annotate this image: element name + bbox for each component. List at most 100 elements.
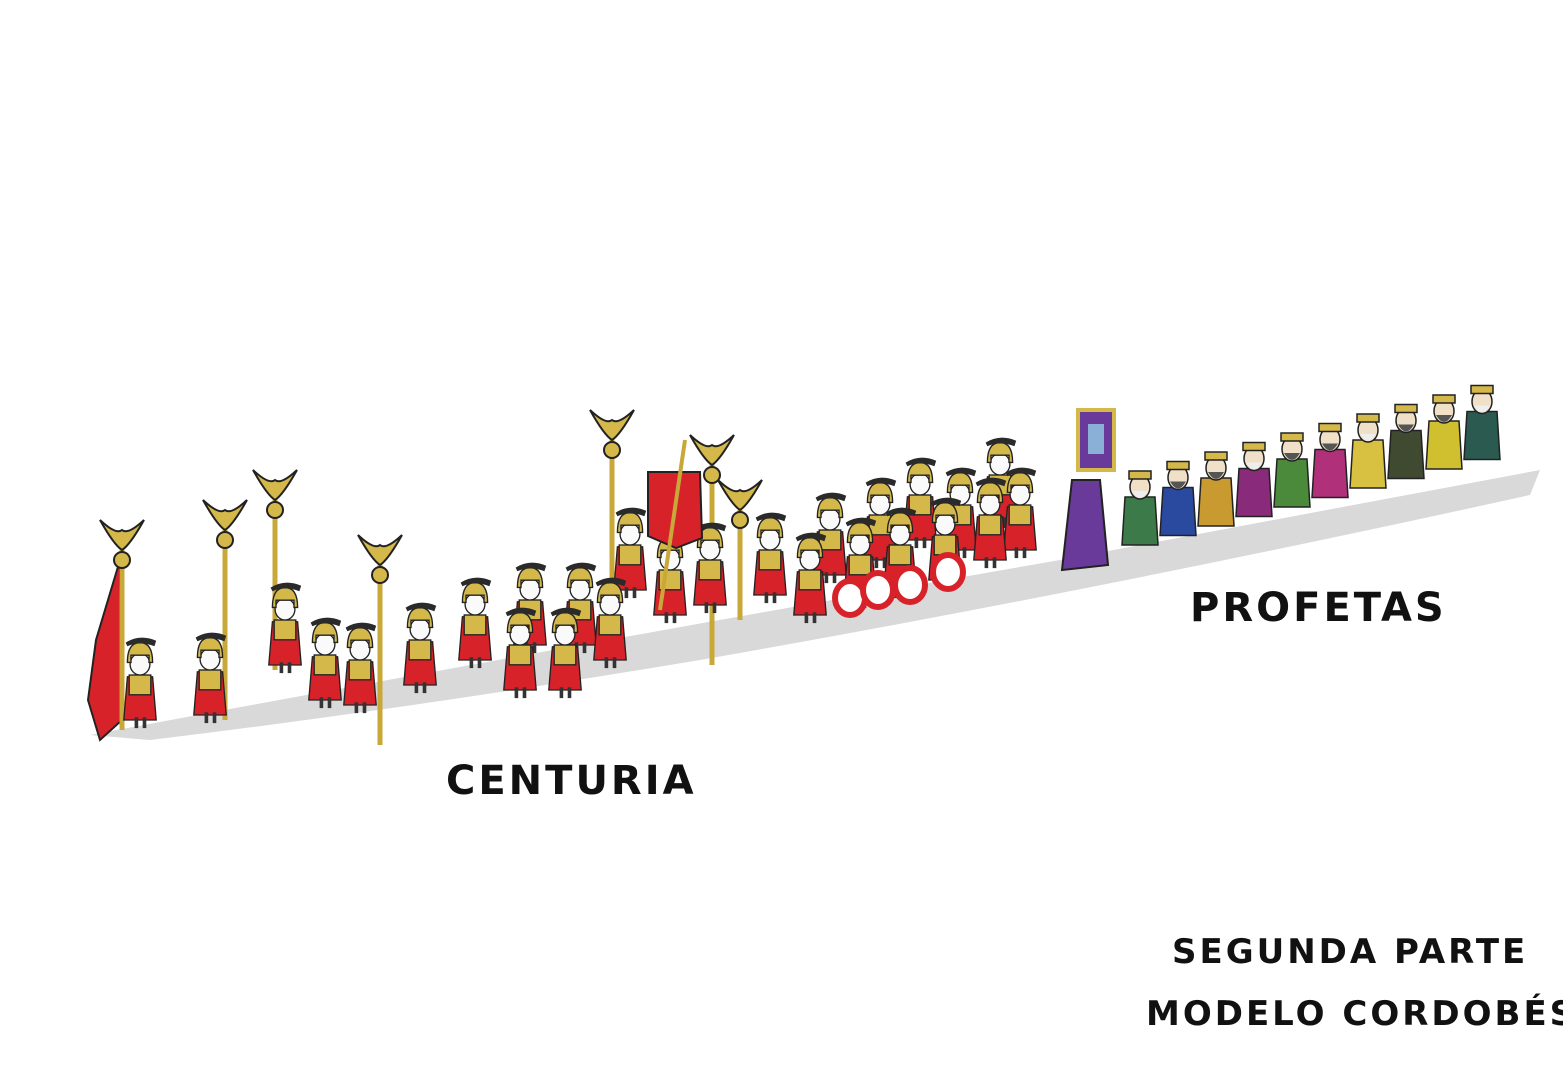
face (889, 522, 911, 546)
banner-image (1088, 424, 1104, 454)
crest (815, 492, 847, 502)
leg (824, 572, 829, 584)
roman-soldier-icon (1003, 467, 1037, 559)
armor (1008, 504, 1032, 526)
roman-soldier-icon (343, 622, 377, 714)
face (619, 522, 641, 546)
crown (1432, 394, 1456, 404)
crest (905, 457, 937, 467)
roman-soldier-icon (503, 607, 537, 699)
profetas-label: PROFETAS (1190, 585, 1447, 631)
disc (731, 511, 749, 529)
crest (795, 532, 827, 542)
leg (922, 537, 927, 549)
centuria-label: CENTURIA (446, 758, 697, 804)
leg (1002, 517, 1007, 529)
face (274, 597, 296, 621)
face (699, 537, 721, 561)
leg (477, 657, 482, 669)
leg (1014, 547, 1019, 559)
robe (1425, 420, 1463, 470)
crest (550, 607, 582, 617)
segunda-parte-label: SEGUNDA PARTE (1172, 932, 1529, 972)
crest (505, 607, 537, 617)
roman-soldier-icon (753, 512, 787, 604)
face (799, 547, 821, 571)
face (199, 647, 221, 671)
disc (113, 551, 131, 569)
roman-soldier-icon (123, 637, 157, 729)
face (979, 492, 1001, 516)
face (934, 512, 956, 536)
crown (1204, 451, 1228, 461)
eagle-icon (357, 534, 403, 567)
crest (565, 562, 597, 572)
leg (704, 602, 709, 614)
leg (672, 612, 677, 624)
leg (624, 587, 629, 599)
crest (755, 512, 787, 522)
eagle-standard-icon (589, 409, 635, 590)
roman-soldier-icon (613, 507, 647, 599)
leg (134, 717, 139, 729)
beard (1322, 443, 1338, 451)
disc (603, 441, 621, 459)
crest (515, 562, 547, 572)
face (869, 492, 891, 516)
beard (1474, 405, 1490, 413)
leg (362, 702, 367, 714)
face (1009, 482, 1031, 506)
face (409, 617, 431, 641)
armor (933, 534, 957, 556)
leg (632, 587, 637, 599)
leg (559, 687, 564, 699)
crown (1470, 384, 1494, 395)
leg (514, 687, 519, 699)
eagle-icon (252, 469, 298, 502)
eagle-icon (589, 409, 635, 442)
leg (422, 682, 427, 694)
drum-icon (930, 552, 966, 592)
red-flag (86, 559, 124, 742)
leg (319, 697, 324, 709)
eagle-standard-icon (202, 499, 248, 720)
robe (1349, 439, 1387, 489)
crest (865, 477, 897, 487)
robe (1235, 467, 1273, 518)
crown (1166, 460, 1190, 471)
robe (1463, 410, 1501, 461)
crown (1128, 470, 1152, 480)
leg (804, 612, 809, 624)
disc (703, 466, 721, 484)
armor (598, 614, 622, 636)
eagle-icon (689, 434, 735, 467)
face (819, 507, 841, 531)
crest (845, 517, 877, 527)
roman-soldier-icon (403, 602, 437, 694)
leg (354, 702, 359, 714)
crest (930, 497, 962, 507)
eagle-icon (717, 479, 763, 512)
armor (618, 544, 642, 566)
crown (1280, 432, 1304, 442)
leg (612, 657, 617, 669)
armor (273, 619, 297, 641)
roman-soldier-icon (268, 582, 302, 674)
disc (371, 566, 389, 584)
roman-soldier-icon (593, 577, 627, 669)
face (509, 622, 531, 646)
face (909, 472, 931, 496)
robe (1121, 496, 1159, 546)
robe (1273, 458, 1311, 508)
roman-soldier-icon (973, 477, 1007, 569)
robe (1387, 429, 1425, 480)
crest (310, 617, 342, 627)
eagle-standard-icon (357, 534, 403, 745)
purple-robed-figure (1060, 479, 1110, 572)
crest (125, 637, 157, 647)
crest (695, 522, 727, 532)
leg (212, 712, 217, 724)
prophet-icon (1311, 422, 1349, 499)
beard (1360, 434, 1376, 441)
